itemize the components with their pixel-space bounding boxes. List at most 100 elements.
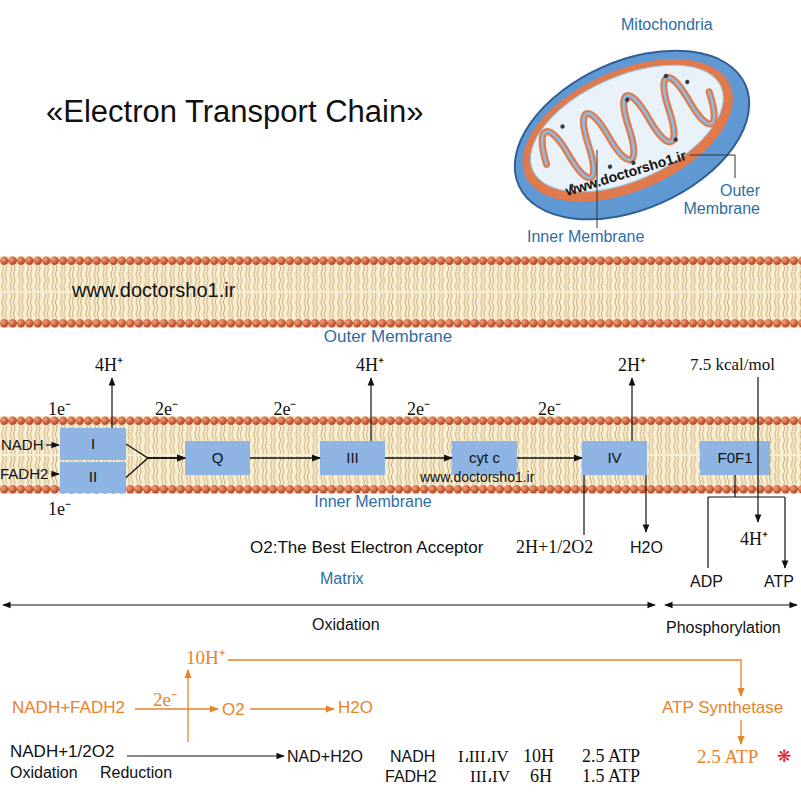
electron-flow-arrow — [517, 457, 582, 458]
cristae-core — [534, 64, 721, 191]
granule — [673, 137, 679, 143]
diagram-label: www.doctorsho1.ir — [564, 148, 689, 199]
diagram-label: 4H⁺ — [740, 530, 768, 550]
diagram-label: Outer Membrane — [660, 182, 760, 217]
granule — [624, 97, 630, 103]
diagram-label: NADH — [1, 437, 44, 454]
diagram-label: 10H⁺ — [186, 648, 225, 669]
diagram-label: 4H⁺ — [356, 356, 384, 376]
electron-flow-arrow — [385, 457, 452, 458]
diagram-label: ❋ — [777, 747, 791, 766]
diagram-title: «Electron Transport Chain» — [46, 95, 423, 129]
diagram-label: Oxidation — [10, 764, 78, 782]
diagram-label: ADP — [690, 573, 723, 591]
cristae-fold — [534, 64, 721, 191]
energy-arrow — [757, 377, 758, 522]
diagram-label: H2O — [338, 699, 373, 718]
diagram-label: FADH2 — [385, 768, 437, 786]
input-arrow — [46, 444, 59, 445]
water-arrow — [645, 475, 646, 532]
complex-label: F0F1 — [717, 450, 752, 467]
complex-label: IV — [607, 450, 621, 467]
flow-arrow — [187, 670, 188, 742]
complex-box: Q — [185, 441, 250, 475]
diagram-label: 4H⁺ — [95, 356, 123, 376]
flow-arrow — [250, 708, 334, 709]
complex-box: I — [60, 428, 126, 460]
diagram-label: H2O — [630, 539, 663, 557]
diagram-label: I،III،IV — [458, 748, 509, 767]
granule — [560, 124, 566, 130]
diagram-label: ATP Synthetase — [662, 699, 783, 718]
diagram-label: NAD+H2O — [287, 748, 363, 766]
complex-box: IV — [582, 441, 647, 475]
complex-label: III — [346, 450, 359, 467]
diagram-label: Phosphorylation — [666, 619, 781, 637]
membrane-label: Inner Membrane — [314, 493, 431, 511]
proton-pump-arrow — [370, 378, 371, 441]
diagram-label: 7.5 kcal/mol — [690, 356, 775, 375]
inner-layer — [501, 30, 754, 231]
edge-label: 2e⁻ — [407, 400, 430, 420]
diagram-label: Inner Membrane — [527, 228, 644, 246]
granule — [569, 183, 575, 189]
diagram-label: 1e⁻ — [48, 400, 71, 420]
proton-pump-arrow — [631, 378, 632, 441]
outer-shell — [489, 17, 776, 253]
complex-box: F0F1 — [700, 441, 770, 475]
input-arrow — [51, 473, 59, 474]
diagram-label: NADH+FADH2 — [12, 699, 125, 718]
proton-pump-arrow — [111, 378, 112, 428]
electron-flow-arrow — [126, 444, 185, 458]
membrane-label: www.doctorsho1.ir — [72, 279, 235, 301]
phospholipid-band — [0, 416, 801, 494]
synthase-bracket — [734, 475, 735, 497]
complex-label: cyt c — [469, 450, 500, 467]
diagram-label: 1e⁻ — [48, 500, 71, 520]
span-arrow — [3, 604, 655, 605]
complex-label: II — [89, 469, 97, 486]
electron-flow-arrow — [126, 458, 185, 478]
synthase-bracket — [708, 496, 785, 497]
reaction-arrow — [127, 755, 284, 756]
membrane-label: Outer Membrane — [324, 328, 453, 347]
diagram-label: NADH+1/2O2 — [10, 743, 114, 762]
synthase-bracket — [707, 497, 708, 568]
complex-box: III — [320, 441, 385, 475]
leader-line — [690, 155, 735, 178]
diagram-label: ATP — [764, 573, 794, 591]
diagram-label: 2.5 ATP — [582, 747, 640, 767]
diagram-label: III،IV — [470, 768, 510, 787]
diagram-label: 6H — [530, 767, 552, 787]
flow-arrow — [228, 660, 741, 696]
diagram-label: 1.5 ATP — [582, 767, 640, 787]
complex-label: I — [91, 436, 95, 453]
diagram-label: O2:The Best Electron Acceptor — [250, 539, 483, 558]
flow-arrow — [740, 720, 741, 744]
leader-line — [597, 150, 598, 228]
diagram-label: NADH — [390, 748, 435, 766]
edge-label: 2e⁻ — [155, 400, 178, 420]
complex-box: II — [60, 462, 126, 493]
edge-label: 2e⁻ — [274, 400, 297, 420]
diagram-label: 2H+1/2O2 — [516, 538, 593, 558]
diagram-label: Oxidation — [312, 616, 380, 634]
matrix-space — [512, 39, 742, 218]
diagram-label: 2e⁻ — [153, 690, 177, 711]
phospholipid-band — [0, 256, 801, 328]
granule — [684, 79, 690, 85]
membrane-label: www.doctorsho1.ir — [420, 470, 534, 485]
oxygen-line — [583, 475, 584, 535]
diagram-label: O2 — [222, 701, 245, 720]
membrane-band: www.doctorsho1.irOuter Membrane — [0, 256, 801, 328]
diagram-label: 2H⁺ — [618, 356, 646, 376]
granule — [607, 164, 613, 170]
granule — [631, 160, 637, 166]
diagram-label: 2.5 ATP — [697, 747, 758, 768]
complex-label: Q — [212, 450, 224, 467]
